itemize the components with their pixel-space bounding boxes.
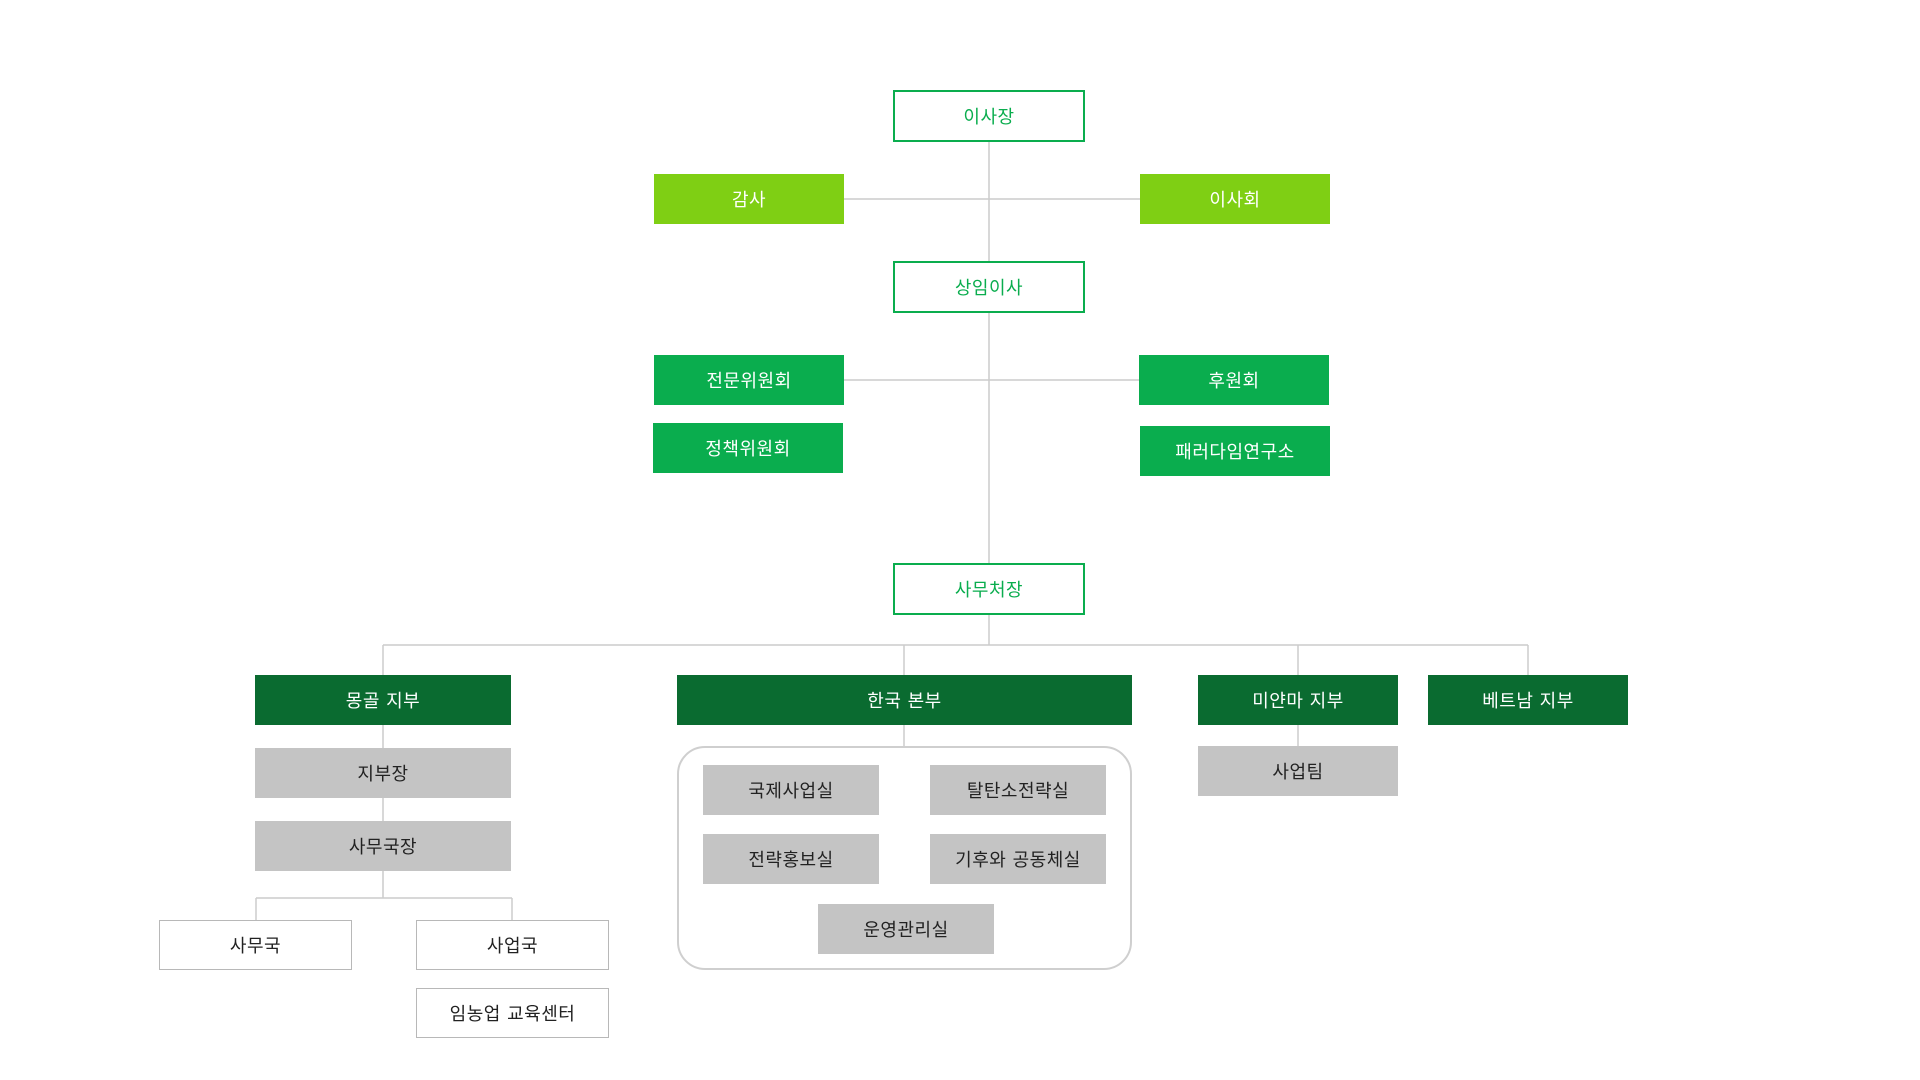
node-sponsors: 후원회 bbox=[1139, 355, 1329, 405]
node-korea-carbon-strategy: 탈탄소전략실 bbox=[930, 765, 1106, 815]
node-korea-intl-projects: 국제사업실 bbox=[703, 765, 879, 815]
node-branch-vietnam: 베트남 지부 bbox=[1428, 675, 1628, 725]
node-myanmar-business-team: 사업팀 bbox=[1198, 746, 1398, 796]
node-auditor: 감사 bbox=[654, 174, 844, 224]
node-mongolia-branch-head: 지부장 bbox=[255, 748, 511, 798]
node-chairman: 이사장 bbox=[893, 90, 1085, 142]
node-mongolia-office-chief: 사무국장 bbox=[255, 821, 511, 871]
node-branch-mongolia: 몽골 지부 bbox=[255, 675, 511, 725]
node-standing-director: 상임이사 bbox=[893, 261, 1085, 313]
node-mongolia-office: 사무국 bbox=[159, 920, 352, 970]
node-policy-committee: 정책위원회 bbox=[653, 423, 843, 473]
node-expert-committee: 전문위원회 bbox=[654, 355, 844, 405]
node-branch-myanmar: 미얀마 지부 bbox=[1198, 675, 1398, 725]
node-mongolia-business-dept: 사업국 bbox=[416, 920, 609, 970]
node-mongolia-education-center: 임농업 교육센터 bbox=[416, 988, 609, 1038]
node-paradigm-institute: 패러다임연구소 bbox=[1140, 426, 1330, 476]
node-board: 이사회 bbox=[1140, 174, 1330, 224]
node-secretary-general: 사무처장 bbox=[893, 563, 1085, 615]
node-branch-korea: 한국 본부 bbox=[677, 675, 1132, 725]
node-korea-climate-community: 기후와 공동체실 bbox=[930, 834, 1106, 884]
node-korea-strategy-pr: 전략홍보실 bbox=[703, 834, 879, 884]
node-korea-operations: 운영관리실 bbox=[818, 904, 994, 954]
